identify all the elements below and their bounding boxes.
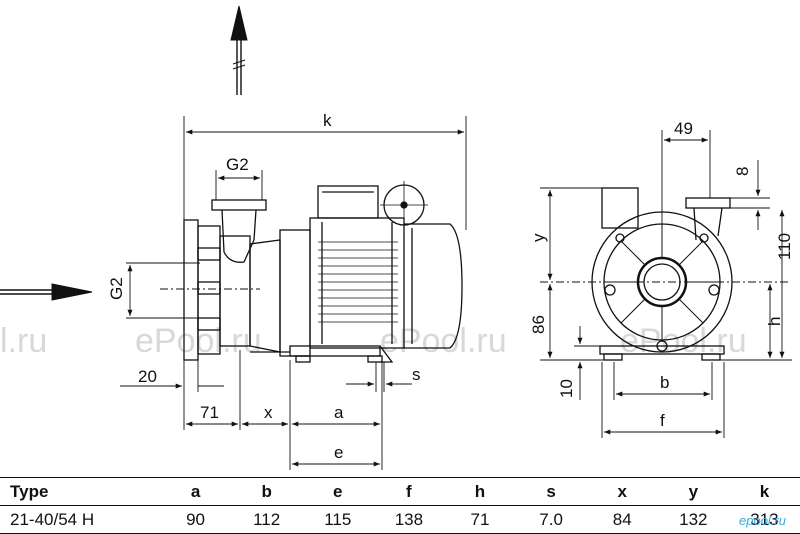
site-watermark: epool.ru bbox=[739, 513, 786, 528]
dim-b-label: b bbox=[660, 373, 669, 392]
side-view-dimensions bbox=[120, 116, 467, 470]
dim-h-label: h bbox=[765, 317, 784, 326]
cell-y: 132 bbox=[657, 505, 729, 534]
dim-y-label: y bbox=[529, 233, 548, 242]
dim-g2-side-label: G2 bbox=[107, 277, 126, 300]
header-f: f bbox=[373, 477, 445, 506]
dim-71-label: 71 bbox=[200, 403, 219, 422]
watermark-3: ePool.ru bbox=[380, 322, 507, 360]
table-row: 21-40/54 H 90 112 115 138 71 7.0 84 132 … bbox=[0, 505, 800, 534]
header-y: y bbox=[657, 477, 729, 506]
header-x: x bbox=[586, 477, 658, 506]
dim-g2-top-label: G2 bbox=[226, 155, 249, 174]
header-a: a bbox=[160, 477, 232, 506]
header-s: s bbox=[515, 477, 587, 506]
cell-type: 21-40/54 H bbox=[0, 505, 160, 534]
dim-49-label: 49 bbox=[674, 119, 693, 138]
dim-a-label: a bbox=[334, 403, 344, 422]
dim-k-label: k bbox=[323, 111, 332, 130]
cell-a: 90 bbox=[160, 505, 232, 534]
cell-x: 84 bbox=[586, 505, 658, 534]
flow-arrow-up bbox=[230, 5, 248, 95]
dim-8-label: 8 bbox=[733, 167, 752, 176]
cell-s: 7.0 bbox=[515, 505, 587, 534]
flow-arrow-right bbox=[0, 283, 93, 301]
header-type: Type bbox=[0, 477, 160, 506]
cell-f: 138 bbox=[373, 505, 445, 534]
cell-h: 71 bbox=[444, 505, 516, 534]
watermark-1: l.ru bbox=[0, 322, 47, 360]
header-h: h bbox=[444, 477, 516, 506]
cell-e: 115 bbox=[302, 505, 374, 534]
header-k: k bbox=[728, 477, 800, 506]
dim-f-label: f bbox=[660, 411, 665, 430]
dim-86-label: 86 bbox=[529, 315, 548, 334]
dimensions-table: Type a b e f h s x y k 21-40/54 H 90 112… bbox=[0, 477, 800, 534]
dim-e-label: e bbox=[334, 443, 343, 462]
cell-k: 313 bbox=[728, 505, 800, 534]
table-header-row: Type a b e f h s x y k bbox=[0, 477, 800, 506]
dim-10-label: 10 bbox=[557, 379, 576, 398]
dim-s-label: s bbox=[412, 365, 421, 384]
dim-x-label: x bbox=[264, 403, 273, 422]
pump-dimension-drawing: l.ru ePool.ru ePool.ru ePool.ru bbox=[0, 5, 794, 470]
pump-side-view bbox=[183, 181, 463, 363]
dim-110-label: 110 bbox=[775, 233, 794, 260]
front-view-dimensions bbox=[540, 130, 792, 438]
header-e: e bbox=[302, 477, 374, 506]
header-b: b bbox=[231, 477, 303, 506]
dim-20-label: 20 bbox=[138, 367, 157, 386]
cell-b: 112 bbox=[231, 505, 303, 534]
